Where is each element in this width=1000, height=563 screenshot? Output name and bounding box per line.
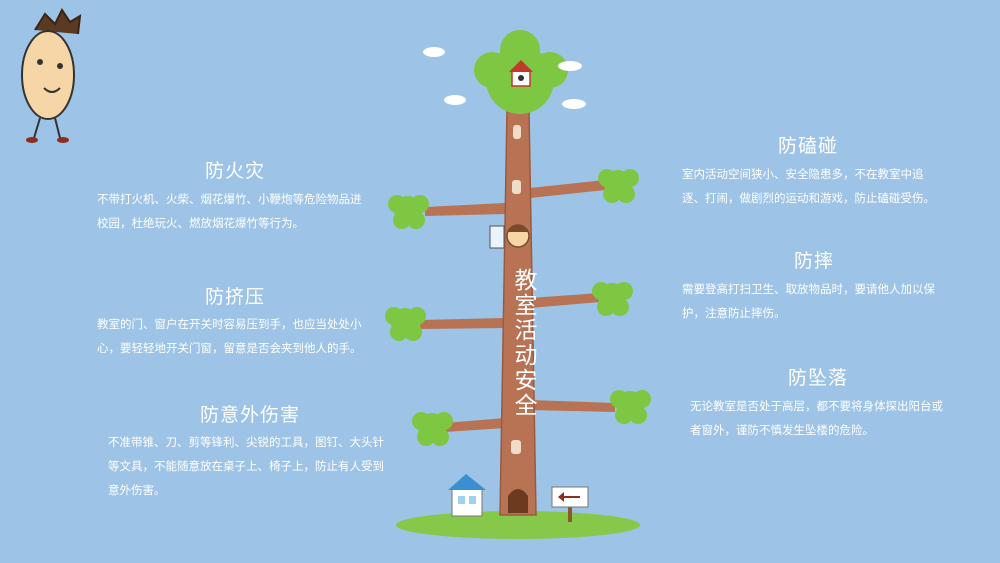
section-heading-fall: 防摔 [794, 250, 835, 272]
cloud-icons [423, 47, 586, 109]
section-text-fire: 不带打火机、火柴、烟花爆竹、小鞭炮等危险物品进校园，杜绝玩火、燃放烟花爆竹等行为… [97, 192, 362, 230]
tree-crown [474, 30, 568, 114]
section-text-fall: 需要登高打扫卫生、取放物品时，要请他人加以保护，注意防止摔伤。 [682, 282, 935, 320]
page-title: 教室活动安全 [510, 268, 536, 418]
section-text-pinch: 教室的门、窗户在开关时容易压到手，也应当处处小心，要轻轻地开关门窗，留意是否会夹… [97, 317, 362, 355]
cartoon-character-icon [21, 8, 82, 143]
tree-branches [420, 180, 615, 432]
small-house-icon [448, 474, 486, 517]
section-heading-pinch: 防挤压 [205, 286, 266, 308]
section-heading-drop: 防坠落 [788, 367, 849, 389]
grass-ground [396, 511, 640, 539]
section-heading-accident: 防意外伤害 [200, 404, 301, 426]
section-text-drop: 无论教室是否处于高层，都不要将身体探出阳台或者窗外，谨防不慎发生坠楼的危险。 [690, 399, 943, 437]
section-text-accident: 不准带锥、刀、剪等锋利、尖锐的工具，图钉、大头针等文具，不能随意放在桌子上、椅子… [108, 435, 384, 497]
tree-door [508, 489, 528, 513]
section-heading-bump: 防磕碰 [778, 135, 839, 157]
girl-window-icon [489, 224, 530, 249]
section-heading-fire: 防火灾 [205, 160, 266, 182]
section-text-bump: 室内活动空间狭小、安全隐患多，不在教室中追逐、打闹，做剧烈的运动和游戏，防止磕碰… [682, 167, 935, 205]
direction-sign-icon [551, 486, 589, 522]
leaf-clusters [385, 169, 651, 446]
